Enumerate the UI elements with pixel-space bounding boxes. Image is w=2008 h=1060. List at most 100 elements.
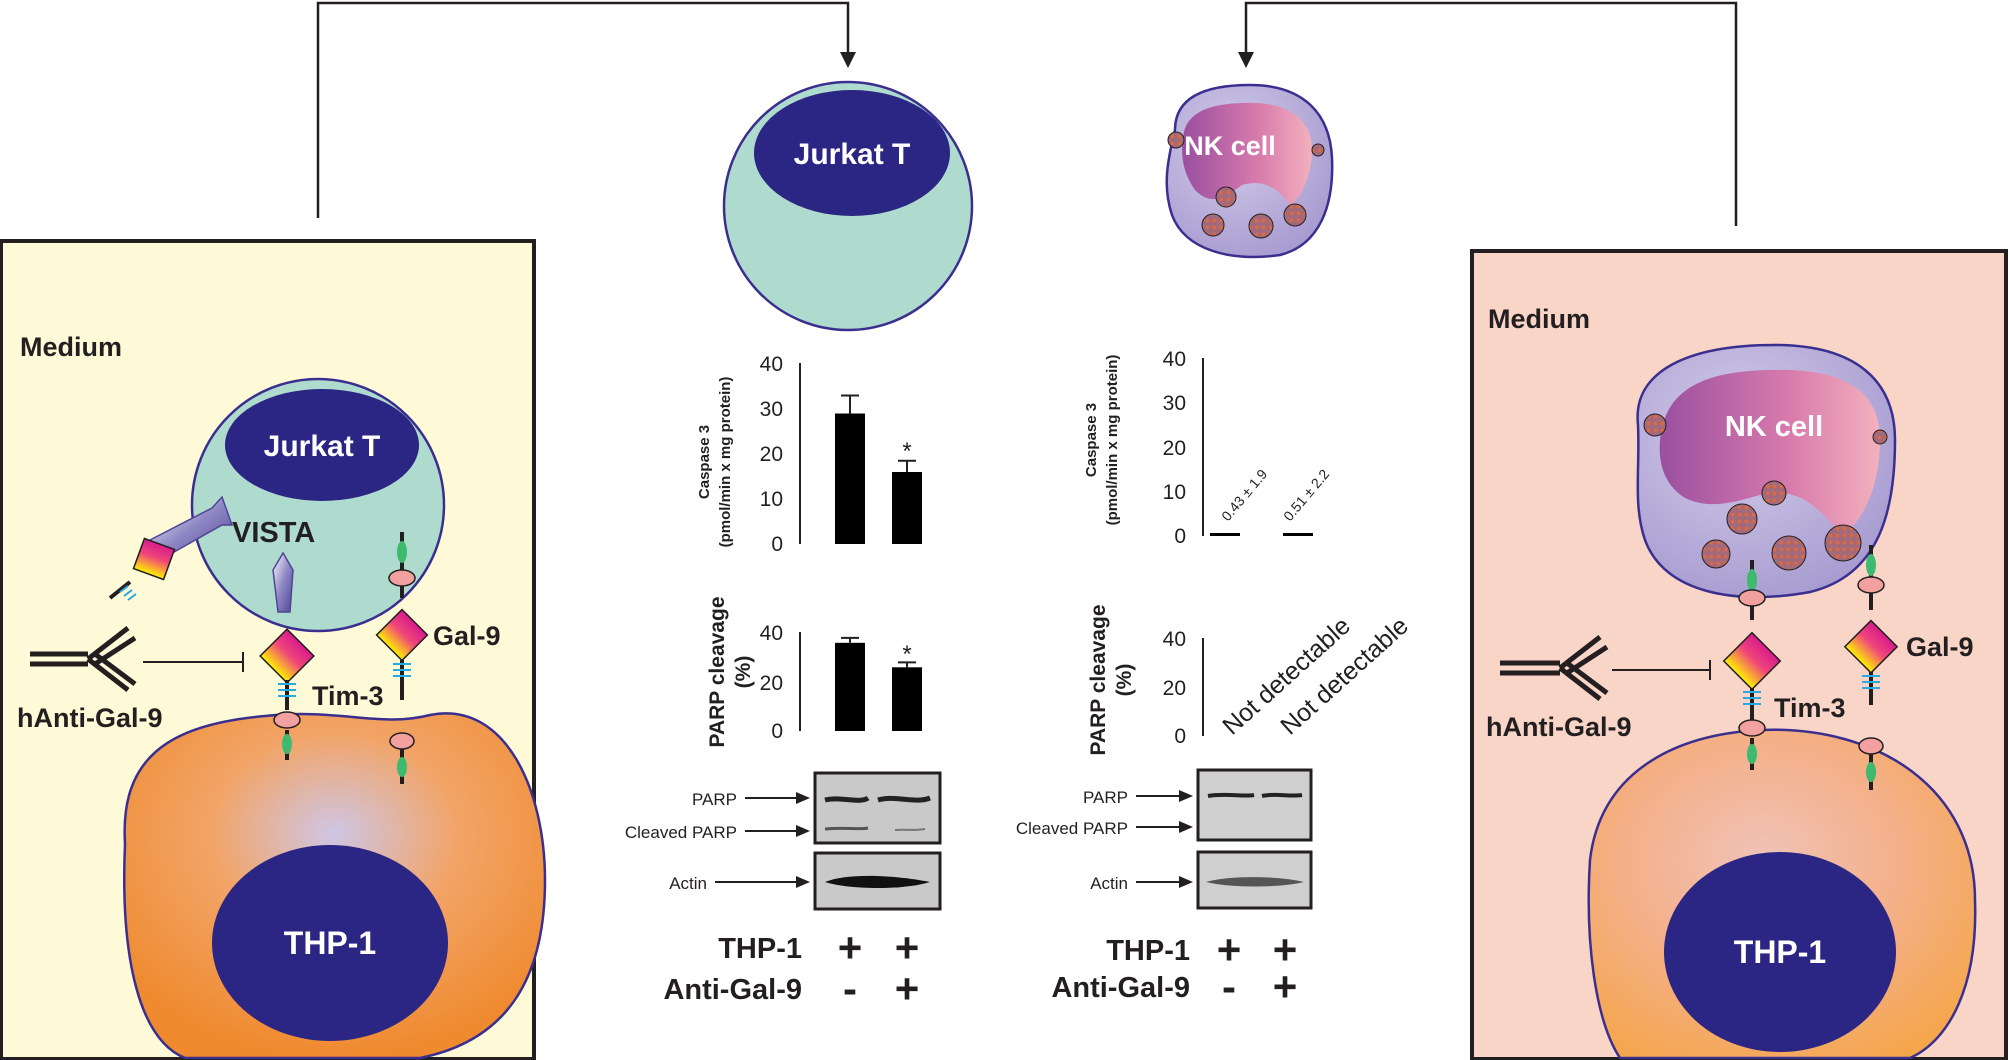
jurkat-caspase-sig-marker: * <box>902 438 911 465</box>
jurkat-parp-ylabel-1: PARP cleavage <box>706 597 729 748</box>
free-gal9-diamond <box>108 537 176 601</box>
right-nk-label: NK cell <box>1725 411 1823 443</box>
right-tim3-label: Tim-3 <box>1774 693 1846 723</box>
jurkat-thp1-row-label: THP-1 <box>718 933 802 965</box>
jurkat-caspase-tick: 30 <box>760 398 783 421</box>
nk-caspase-tick: 10 <box>1163 481 1186 504</box>
jurkat-parp-ylabel-2: (%) <box>732 656 755 689</box>
jurkat-parp-bar <box>892 667 922 731</box>
jurkat-caspase-ylabel-1: Caspase 3 <box>696 425 713 499</box>
connector-arrow-right <box>1238 1 1738 226</box>
nk-caspase-tick: 0 <box>1174 525 1186 548</box>
jurkat-blot-parp-label: PARP <box>692 790 737 809</box>
jurkat-western-blot: PARP Cleaved PARP Actin <box>625 771 942 911</box>
nk-parp-chart: PARP cleavage (%) 40 20 0 Not detectable… <box>1087 605 1414 756</box>
nk-western-blot: PARP Cleaved PARP Actin <box>1016 768 1313 910</box>
nk-caspase-value-label: 0.51 ± 2.2 <box>1280 466 1332 524</box>
nk-caspase-bar <box>1283 533 1313 536</box>
jurkat-thp1-sign: + <box>895 924 920 971</box>
jurkat-caspase-tick: 10 <box>760 488 783 511</box>
nk-caspase-value-label: 0.43 ± 1.9 <box>1218 466 1270 524</box>
jurkat-parp-tick: 20 <box>760 672 783 695</box>
jurkat-parp-sig-marker: * <box>902 641 911 668</box>
jurkat-treatment-table: THP-1 + + Anti-Gal-9 - + <box>663 924 919 1012</box>
left-thp1-label: THP-1 <box>284 925 376 961</box>
nk-parp-ylabel-1: PARP cleavage <box>1087 605 1110 756</box>
left-antibody-label: hAnti-Gal-9 <box>17 703 163 733</box>
left-gal9-complex <box>375 532 429 700</box>
nk-antigal9-sign: + <box>1273 963 1298 1010</box>
top-nk-cell: NK cell <box>1165 83 1334 259</box>
right-inhibition-line <box>1612 660 1711 680</box>
left-jurkat-nucleus <box>225 389 419 501</box>
jurkat-caspase-bar <box>835 413 865 544</box>
left-antibody-icon <box>30 626 137 692</box>
nk-blot-parp-label: PARP <box>1083 788 1128 807</box>
nk-antigal9-row-label: Anti-Gal-9 <box>1051 972 1190 1004</box>
jurkat-thp1-sign: + <box>838 924 863 971</box>
nk-blot-actin-label: Actin <box>1090 874 1128 893</box>
left-thp1-nucleus <box>212 845 448 1041</box>
nk-blot-cleaved-label: Cleaved PARP <box>1016 819 1128 838</box>
jurkat-antigal9-sign: - <box>843 965 857 1012</box>
connector-arrow-left <box>316 1 856 218</box>
jurkat-caspase-ylabel-2: (pmol/min x mg protein) <box>717 377 734 548</box>
jurkat-antigal9-sign: + <box>895 965 920 1012</box>
right-membrane-gal9 <box>1858 737 1884 790</box>
top-jurkat-cell: Jurkat T <box>722 80 974 332</box>
nk-antigal9-sign: - <box>1222 963 1236 1010</box>
vista-ligand-shape <box>272 551 294 613</box>
jurkat-blot-actin-label: Actin <box>669 874 707 893</box>
nk-treatment-table: THP-1 + + Anti-Gal-9 - + <box>1051 926 1297 1010</box>
nk-caspase-bar <box>1210 533 1240 536</box>
left-gal9-label: Gal-9 <box>433 621 501 651</box>
jurkat-caspase-chart: Caspase 3 (pmol/min x mg protein) 40 30 … <box>696 353 922 556</box>
right-antibody-label: hAnti-Gal-9 <box>1486 712 1632 742</box>
jurkat-parp-error-bar <box>841 636 859 643</box>
top-nk-label: NK cell <box>1184 131 1276 161</box>
right-thp1-nucleus <box>1664 852 1896 1052</box>
left-jurkat-label: Jurkat T <box>264 430 381 463</box>
nk-caspase-tick: 30 <box>1163 392 1186 415</box>
jurkat-caspase-error-bar <box>841 394 859 414</box>
jurkat-antigal9-row-label: Anti-Gal-9 <box>663 974 802 1006</box>
jurkat-parp-error-bar <box>898 661 916 668</box>
nk-caspase-tick: 40 <box>1163 348 1186 371</box>
jurkat-caspase-tick: 40 <box>760 353 783 376</box>
left-membrane-gal9 <box>389 732 415 784</box>
jurkat-parp-chart: PARP cleavage (%) 40 20 0 * <box>706 597 922 748</box>
left-inhibition-line <box>143 652 244 672</box>
nk-parp-ylabel-2: (%) <box>1113 664 1136 697</box>
nk-caspase-ylabel-2: (pmol/min x mg protein) <box>1104 355 1121 526</box>
nk-parp-tick: 0 <box>1174 725 1186 748</box>
right-gal9-label: Gal-9 <box>1906 632 1974 662</box>
nk-caspase-tick: 20 <box>1163 437 1186 460</box>
jurkat-parp-tick: 40 <box>760 622 783 645</box>
left-medium-label: Medium <box>20 332 122 362</box>
right-tim3-complex <box>1722 560 1782 770</box>
left-medium-panel: Medium THP-1 Jurkat T VISTA Tim-3 <box>0 239 547 1060</box>
nk-caspase-ylabel-1: Caspase 3 <box>1083 403 1100 477</box>
jurkat-caspase-error-bar <box>898 459 916 472</box>
top-jurkat-label: Jurkat T <box>794 138 911 171</box>
jurkat-parp-tick: 0 <box>771 720 783 743</box>
nk-caspase-chart: Caspase 3 (pmol/min x mg protein) 40 30 … <box>1083 348 1332 548</box>
jurkat-caspase-bar <box>892 472 922 544</box>
nk-thp1-sign: + <box>1217 926 1242 973</box>
jurkat-parp-bar <box>835 642 865 731</box>
nk-parp-tick: 40 <box>1163 628 1186 651</box>
left-vista-label: VISTA <box>232 517 315 549</box>
nk-thp1-row-label: THP-1 <box>1106 935 1190 967</box>
right-medium-label: Medium <box>1488 304 1590 334</box>
jurkat-caspase-tick: 20 <box>760 443 783 466</box>
jurkat-caspase-tick: 0 <box>771 533 783 556</box>
right-antibody-icon <box>1500 635 1609 701</box>
right-thp1-label: THP-1 <box>1734 934 1826 970</box>
left-tim3-complex <box>259 628 315 760</box>
jurkat-blot-cleaved-label: Cleaved PARP <box>625 823 737 842</box>
right-gal9-complex <box>1843 545 1899 705</box>
nk-parp-tick: 20 <box>1163 677 1186 700</box>
right-medium-panel: Medium THP-1 NK cell Tim-3 <box>1470 249 2008 1060</box>
nk-thp1-sign: + <box>1273 926 1298 973</box>
